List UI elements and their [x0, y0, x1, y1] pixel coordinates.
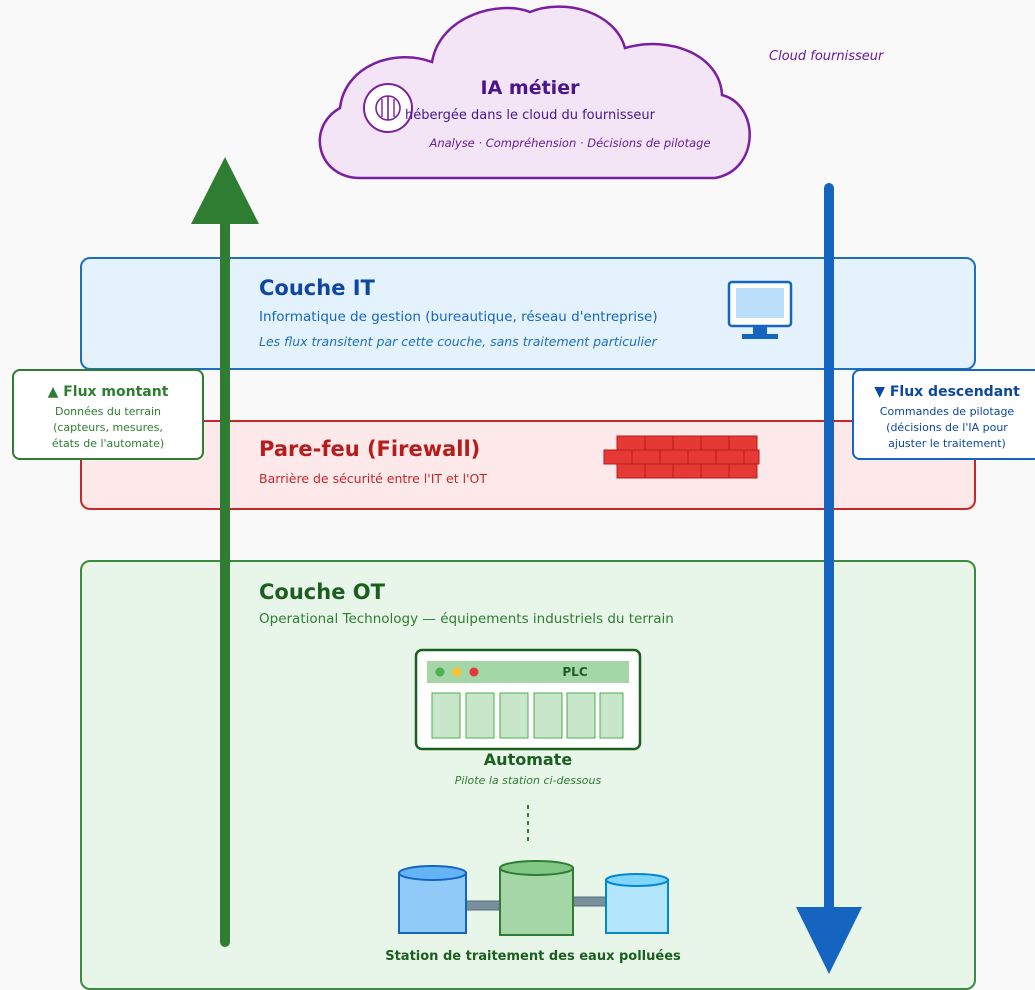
flux-down-text: Commandes de pilotage (décisions de l'IA…: [854, 404, 1035, 452]
cloud-tags: Analyse · Compréhension · Décisions de p…: [429, 136, 711, 150]
flux-down-line: Commandes de pilotage: [879, 405, 1015, 418]
firewall-title: Pare-feu (Firewall): [259, 437, 481, 461]
cloud-title: IA métier: [480, 77, 580, 99]
flux-down-line: (décisions de l'IA pour: [886, 421, 1008, 434]
cloud-subtitle: hébergée dans le cloud du fournisseur: [405, 108, 655, 123]
brain-icon: [363, 83, 413, 133]
flux-up-box: ▲ Flux montant Données du terrain (capte…: [12, 369, 204, 460]
automate-title: Automate: [483, 750, 573, 769]
treatment-station: [398, 860, 669, 936]
firewall-description: Barrière de sécurité entre l'IT et l'OT: [259, 471, 487, 486]
ot-layer-description: Operational Technology — équipements ind…: [259, 611, 674, 627]
flux-down-box: ▼ Flux descendant Commandes de pilotage …: [852, 369, 1035, 460]
cloud-provider-label: Cloud fournisseur: [769, 49, 884, 64]
ot-layer-title: Couche OT: [259, 580, 385, 604]
flux-down-title: ▼ Flux descendant: [874, 384, 1020, 400]
monitor-icon: [727, 280, 793, 339]
flux-up-line: états de l'automate): [51, 437, 165, 450]
flux-down-line: ajuster le traitement): [888, 437, 1006, 450]
it-layer-description: Informatique de gestion (bureautique, ré…: [259, 309, 658, 325]
cloud-shape: [318, 5, 751, 180]
it-layer-note: Les flux transitent par cette couche, sa…: [259, 334, 657, 349]
flux-up-text: Données du terrain (capteurs, mesures, é…: [14, 404, 202, 452]
automate-caption: Pilote la station ci-dessous: [454, 774, 602, 787]
plc-device: [414, 648, 642, 751]
flux-up-title: ▲ Flux montant: [47, 384, 169, 400]
flux-up-line: (capteurs, mesures,: [53, 421, 163, 434]
downward-flow-arrow: [796, 183, 862, 974]
station-label: Station de traitement des eaux polluées: [385, 949, 681, 964]
it-layer-title: Couche IT: [259, 276, 375, 300]
upward-flow-arrow: [191, 157, 259, 947]
plc-label: PLC: [562, 665, 588, 679]
flux-up-line: Données du terrain: [54, 405, 162, 418]
brick-wall-icon: [603, 435, 760, 479]
